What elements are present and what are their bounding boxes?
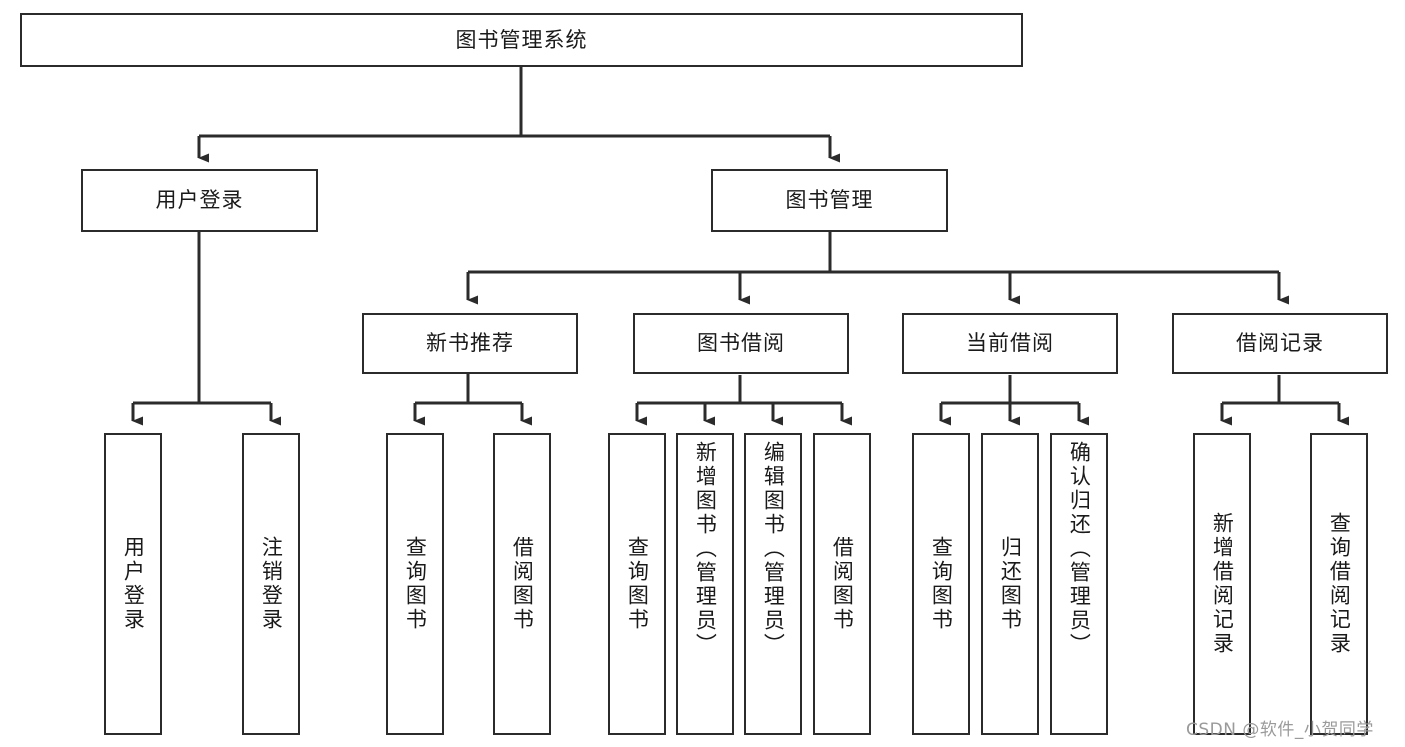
node-new-book-recommend[interactable]: 新书推荐 xyxy=(362,313,578,374)
leaf-current-query-book[interactable]: 查询图书 xyxy=(912,433,970,735)
node-label: 查询图书 xyxy=(929,536,954,632)
node-label: 图书管理 xyxy=(785,188,874,213)
leaf-recommend-borrow-book[interactable]: 借阅图书 xyxy=(493,433,551,735)
node-label: 新增图书（管理员） xyxy=(693,441,718,657)
node-label: 查询借阅记录 xyxy=(1327,512,1352,656)
node-label: 新书推荐 xyxy=(426,331,514,356)
leaf-borrow-edit-book[interactable]: 编辑图书（管理员） xyxy=(744,433,802,735)
node-label: 借阅图书 xyxy=(510,536,535,632)
node-label: 注销登录 xyxy=(259,536,284,632)
node-borrow-record[interactable]: 借阅记录 xyxy=(1172,313,1388,374)
leaf-record-query[interactable]: 查询借阅记录 xyxy=(1310,433,1368,735)
node-user-login[interactable]: 用户登录 xyxy=(81,169,318,232)
node-label: 当前借阅 xyxy=(966,331,1054,356)
leaf-borrow-query-book[interactable]: 查询图书 xyxy=(608,433,666,735)
leaf-borrow-add-book[interactable]: 新增图书（管理员） xyxy=(676,433,734,735)
node-book-borrow[interactable]: 图书借阅 xyxy=(633,313,849,374)
node-label: 用户登录 xyxy=(155,188,244,213)
node-root-system[interactable]: 图书管理系统 xyxy=(20,13,1023,67)
node-label: 图书借阅 xyxy=(697,331,785,356)
node-label: 查询图书 xyxy=(403,536,428,632)
csdn-watermark: CSDN @软件_小贺同学 xyxy=(1186,720,1374,740)
node-book-management[interactable]: 图书管理 xyxy=(711,169,948,232)
node-label: 借阅记录 xyxy=(1236,331,1324,356)
node-current-borrow[interactable]: 当前借阅 xyxy=(902,313,1118,374)
leaf-recommend-query-book[interactable]: 查询图书 xyxy=(386,433,444,735)
node-label: 借阅图书 xyxy=(830,536,855,632)
node-label: 图书管理系统 xyxy=(455,27,588,52)
node-label: 查询图书 xyxy=(625,536,650,632)
node-label: 确认归还（管理员） xyxy=(1067,441,1092,657)
leaf-record-add[interactable]: 新增借阅记录 xyxy=(1193,433,1251,735)
leaf-borrow-borrow-book[interactable]: 借阅图书 xyxy=(813,433,871,735)
node-label: 用户登录 xyxy=(121,536,146,632)
leaf-current-return-book[interactable]: 归还图书 xyxy=(981,433,1039,735)
leaf-user-login[interactable]: 用户登录 xyxy=(104,433,162,735)
node-label: 归还图书 xyxy=(998,536,1023,632)
node-label: 编辑图书（管理员） xyxy=(761,441,786,657)
node-label: 新增借阅记录 xyxy=(1210,512,1235,656)
leaf-current-confirm-return[interactable]: 确认归还（管理员） xyxy=(1050,433,1108,735)
leaf-user-logout[interactable]: 注销登录 xyxy=(242,433,300,735)
